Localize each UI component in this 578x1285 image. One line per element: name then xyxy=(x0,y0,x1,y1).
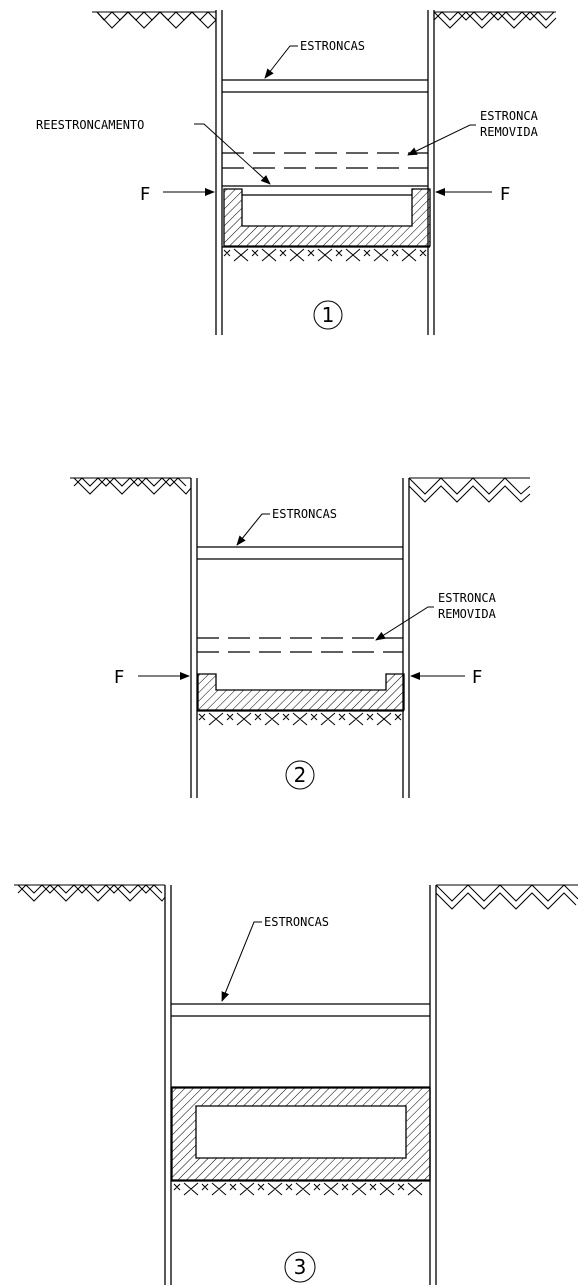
wall-left xyxy=(164,885,172,1285)
strut xyxy=(222,79,428,93)
strut xyxy=(171,1003,430,1017)
ground-left xyxy=(92,11,217,29)
stage-number: 2 xyxy=(294,763,307,787)
wall-right xyxy=(402,478,410,798)
strut-label: ESTRONCAS xyxy=(264,915,329,929)
stage-3: ESTRONCAS 3 xyxy=(14,884,578,1285)
stage-number: 1 xyxy=(322,303,335,327)
strut-label: ESTRONCAS xyxy=(300,39,365,53)
wall-right xyxy=(427,10,435,335)
ground-left xyxy=(14,884,166,902)
wall-left xyxy=(190,478,198,798)
strut-label: ESTRONCAS xyxy=(272,507,337,521)
stage-number: 3 xyxy=(294,1255,307,1279)
force-right-label: F xyxy=(472,667,482,688)
box-section xyxy=(171,1087,431,1181)
soil-below xyxy=(222,246,430,262)
removed-strut xyxy=(197,637,403,653)
ground-right xyxy=(408,477,531,503)
removed-strut xyxy=(222,152,428,169)
ground-right xyxy=(433,11,557,29)
ground-right xyxy=(435,884,578,910)
removed-label-line2: REMOVIDA xyxy=(480,125,539,139)
stage-number-circle xyxy=(313,300,343,330)
soil-below xyxy=(171,1180,430,1196)
removed-label-line2: REMOVIDA xyxy=(438,607,497,621)
box-base xyxy=(197,673,405,711)
ground-left xyxy=(70,477,192,495)
removed-label-line1: ESTRONCA xyxy=(480,109,539,123)
soil-below xyxy=(197,710,404,726)
force-left-label: F xyxy=(114,667,124,688)
force-right-label: F xyxy=(500,184,510,205)
stage-1: ESTRONCAS REESTRONCAMENTO ESTRONCA REMOV… xyxy=(36,10,557,335)
stage-number-circle xyxy=(284,1251,316,1283)
wall-left xyxy=(215,10,223,335)
strut xyxy=(197,546,403,560)
removed-label-line1: ESTRONCA xyxy=(438,591,497,605)
force-left-label: F xyxy=(140,184,150,205)
box-section xyxy=(223,188,431,247)
restrut-label: REESTRONCAMENTO xyxy=(36,118,144,132)
stage-2: ESTRONCAS ESTRONCA REMOVIDA F F 2 xyxy=(70,477,531,798)
wall-right xyxy=(429,885,437,1285)
stage-number-circle xyxy=(285,760,315,790)
